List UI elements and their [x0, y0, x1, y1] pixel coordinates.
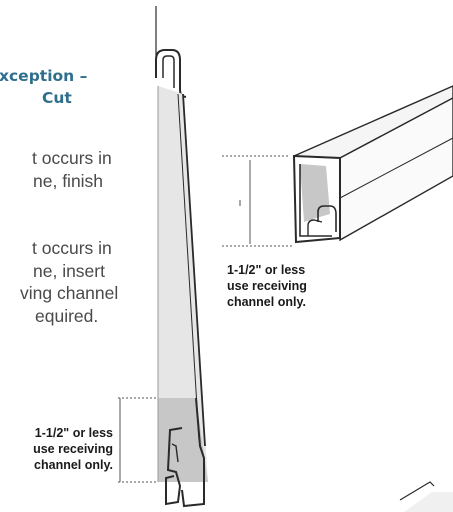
callout-line: use receiving [33, 442, 113, 456]
section-heading: xception – [0, 66, 87, 87]
body-line-4: ne, insert [33, 261, 105, 281]
body-line-6: equired. [35, 306, 99, 326]
callout-line: channel only. [227, 295, 306, 309]
dimension-marker-top [222, 155, 292, 247]
callout-line: 1-1/2" or less [34, 426, 113, 440]
vertical-siding-panel [155, 6, 208, 508]
corner-fragment [399, 481, 453, 512]
body-line-1: t occurs in [32, 148, 112, 168]
body-line-2: ne, finish [33, 171, 104, 191]
callout-line: channel only. [34, 458, 113, 472]
callout-receiving-channel-bottom: 1-1/2" or less use receiving channel onl… [30, 425, 113, 473]
body-line-3: t occurs in [32, 238, 112, 258]
heading-line-1: xception – [0, 67, 88, 85]
horizontal-receiving-channel [292, 85, 453, 244]
callout-line: use receiving [227, 279, 307, 293]
section-heading-cont: Cut [42, 88, 72, 109]
callout-line: 1-1/2" or less [227, 263, 306, 277]
callout-receiving-channel-top: 1-1/2" or less use receiving channel onl… [227, 262, 307, 310]
heading-line-2: Cut [42, 89, 72, 107]
body-line-5: ving channel [20, 283, 119, 303]
dimension-marker-bottom [118, 397, 158, 483]
